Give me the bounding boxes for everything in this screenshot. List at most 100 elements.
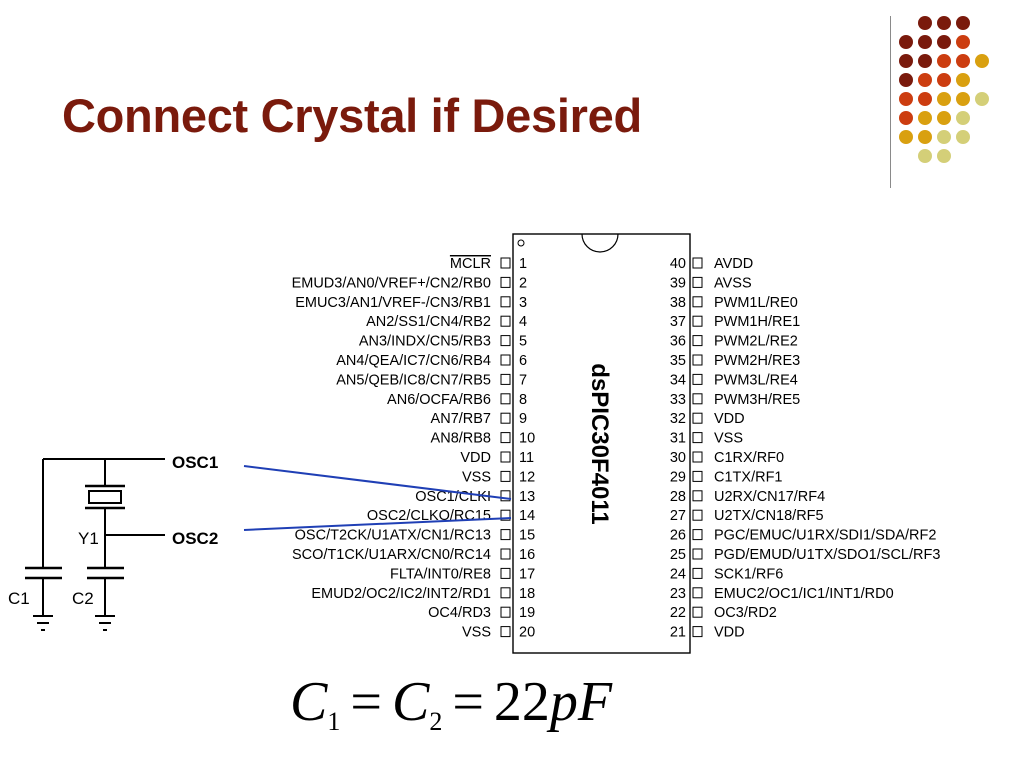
pin-label: C1TX/RF1 <box>714 469 783 485</box>
pin-pad <box>500 412 511 424</box>
pin-number: 13 <box>519 489 535 505</box>
pin-pad <box>500 335 511 347</box>
pin-pad <box>500 606 511 618</box>
pin-number: 22 <box>670 605 686 621</box>
c2-ground-icon <box>95 615 115 631</box>
pin-number: 5 <box>519 334 527 350</box>
pin-pad <box>692 412 703 424</box>
pin-number: 32 <box>670 411 686 427</box>
pin-number: 33 <box>670 392 686 408</box>
pin-number: 8 <box>519 392 527 408</box>
pin-number: 31 <box>670 431 686 447</box>
pin-label: VSS <box>462 625 491 641</box>
formula-unit: pF <box>549 671 613 733</box>
pin-pad <box>692 451 703 463</box>
pin-pad <box>500 470 511 482</box>
pin-label: OSC1/CLKI <box>415 489 491 505</box>
capacitance-formula: C1=C2=22pF <box>290 670 612 737</box>
y1-crystal-icon <box>88 490 122 504</box>
pin-pad <box>692 354 703 366</box>
pin-pad <box>692 529 703 541</box>
pin-pad <box>500 587 511 599</box>
pin-number: 27 <box>670 508 686 524</box>
decorative-dot-grid <box>899 16 989 163</box>
pin-label: AN7/RB7 <box>431 411 491 427</box>
pin-number: 12 <box>519 469 535 485</box>
pin-label: AVDD <box>714 256 753 272</box>
decorative-dot <box>899 54 913 68</box>
pin-pad <box>500 373 511 385</box>
pin-pad <box>500 257 511 269</box>
pin-pad <box>500 276 511 288</box>
pin-label: PGC/EMUC/U1RX/SDI1/SDA/RF2 <box>714 528 936 544</box>
decorative-dot <box>956 16 970 30</box>
crystal-circuit: OSC1 OSC2 Y1 C1 C2 <box>8 453 512 631</box>
pin-number: 14 <box>519 508 535 524</box>
decorative-dot <box>918 73 932 87</box>
decorative-dot <box>918 54 932 68</box>
pin-number: 28 <box>670 489 686 505</box>
decorative-dot <box>918 111 932 125</box>
pin-number: 36 <box>670 334 686 350</box>
pin-pad <box>500 626 511 638</box>
pin-label: PGD/EMUD/U1TX/SDO1/SCL/RF3 <box>714 547 940 563</box>
pin-pad <box>692 470 703 482</box>
pin-number: 18 <box>519 586 535 602</box>
pin-pad <box>692 626 703 638</box>
pin-pad <box>500 354 511 366</box>
pin-label: AN4/QEA/IC7/CN6/RB4 <box>336 353 491 369</box>
pin-label: U2RX/CN17/RF4 <box>714 489 825 505</box>
pin-12: VSS 12 <box>462 469 535 485</box>
pin-pad <box>500 451 511 463</box>
pin-number: 26 <box>670 528 686 544</box>
pin-pad <box>692 432 703 444</box>
decorative-dot <box>956 54 970 68</box>
pin-number: 39 <box>670 275 686 291</box>
pin-number: 23 <box>670 586 686 602</box>
decorative-dot <box>937 73 951 87</box>
pin-label: AN6/OCFA/RB6 <box>387 392 491 408</box>
pin-28: 28 U2RX/CN17/RF4 <box>670 489 825 505</box>
pin-label: VSS <box>462 469 491 485</box>
pin-label: OC4/RD3 <box>428 605 491 621</box>
pin-label: MCLR <box>450 256 491 272</box>
decorative-dot <box>937 149 951 163</box>
pin-pad <box>500 548 511 560</box>
decorative-dot <box>918 130 932 144</box>
cap1-label: C1 <box>8 589 30 608</box>
pin-label: PWM1H/RE1 <box>714 314 800 330</box>
pin-pad <box>692 393 703 405</box>
pin-number: 2 <box>519 275 527 291</box>
decorative-dot <box>937 130 951 144</box>
pin-pad <box>692 490 703 502</box>
pin-number: 34 <box>670 372 686 388</box>
pin-number: 11 <box>519 450 534 466</box>
pin-label: EMUD3/AN0/VREF+/CN2/RB0 <box>292 275 491 291</box>
decorative-dot <box>899 35 913 49</box>
decorative-dot <box>956 130 970 144</box>
pin-number: 17 <box>519 566 535 582</box>
pin-pad <box>692 548 703 560</box>
pin-number: 1 <box>519 256 527 272</box>
decorative-dot <box>975 92 989 106</box>
pin-label: VDD <box>714 411 745 427</box>
